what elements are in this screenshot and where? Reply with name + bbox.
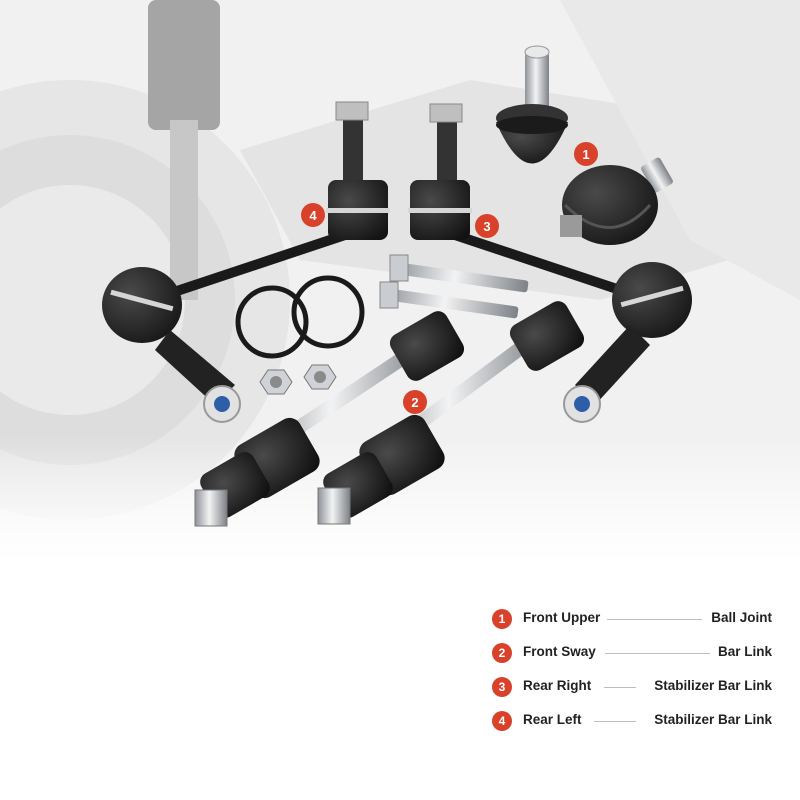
ball-joint-right xyxy=(560,157,673,245)
legend-row-2: 2 Front Sway Bar Link xyxy=(492,641,772,675)
legend-part-name: Stabilizer Bar Link xyxy=(654,678,772,693)
rear-left-stabilizer-link xyxy=(102,101,390,423)
legend-divider-line xyxy=(604,687,636,688)
legend-divider-line xyxy=(594,721,636,722)
legend-number-badge: 4 xyxy=(492,711,512,731)
legend-row-1: 1 Front Upper Ball Joint xyxy=(492,607,772,641)
legend-part-name: Bar Link xyxy=(717,644,772,659)
legend-number-badge: 3 xyxy=(492,677,512,697)
callout-badge-2: 2 xyxy=(403,390,427,414)
legend-position: Rear Right xyxy=(523,678,592,693)
legend-number-badge: 1 xyxy=(492,609,512,629)
callout-badge-4: 4 xyxy=(301,203,325,227)
callout-badge-3: 3 xyxy=(475,214,499,238)
callout-2-number: 2 xyxy=(411,395,418,410)
rear-right-stabilizer-link xyxy=(408,103,692,423)
legend-position: Front Upper xyxy=(523,610,601,625)
callout-1-number: 1 xyxy=(582,147,589,162)
strut-spring xyxy=(148,0,220,130)
callout-badge-1: 1 xyxy=(574,142,598,166)
legend-row-3: 3 Rear Right Stabilizer Bar Link xyxy=(492,675,772,709)
callout-3-number: 3 xyxy=(483,219,490,234)
legend-row-4: 4 Rear Left Stabilizer Bar Link xyxy=(492,709,772,743)
parts-legend: 1 Front Upper Ball Joint 2 Front Sway Ba… xyxy=(492,607,772,743)
legend-part-name: Stabilizer Bar Link xyxy=(654,712,772,727)
front-sway-bar-link-right xyxy=(317,301,585,525)
legend-number-badge: 2 xyxy=(492,643,512,663)
legend-position: Rear Left xyxy=(523,712,582,727)
ball-joint-left xyxy=(496,45,568,164)
hardware-bolts xyxy=(379,254,529,319)
callout-4-number: 4 xyxy=(309,208,317,223)
lock-nuts xyxy=(259,364,337,395)
front-sway-bar-link-left xyxy=(194,311,465,527)
legend-divider-line xyxy=(605,653,710,654)
legend-position: Front Sway xyxy=(523,644,596,659)
legend-part-name: Ball Joint xyxy=(711,610,772,625)
snap-rings xyxy=(235,275,365,359)
legend-divider-line xyxy=(607,619,702,620)
